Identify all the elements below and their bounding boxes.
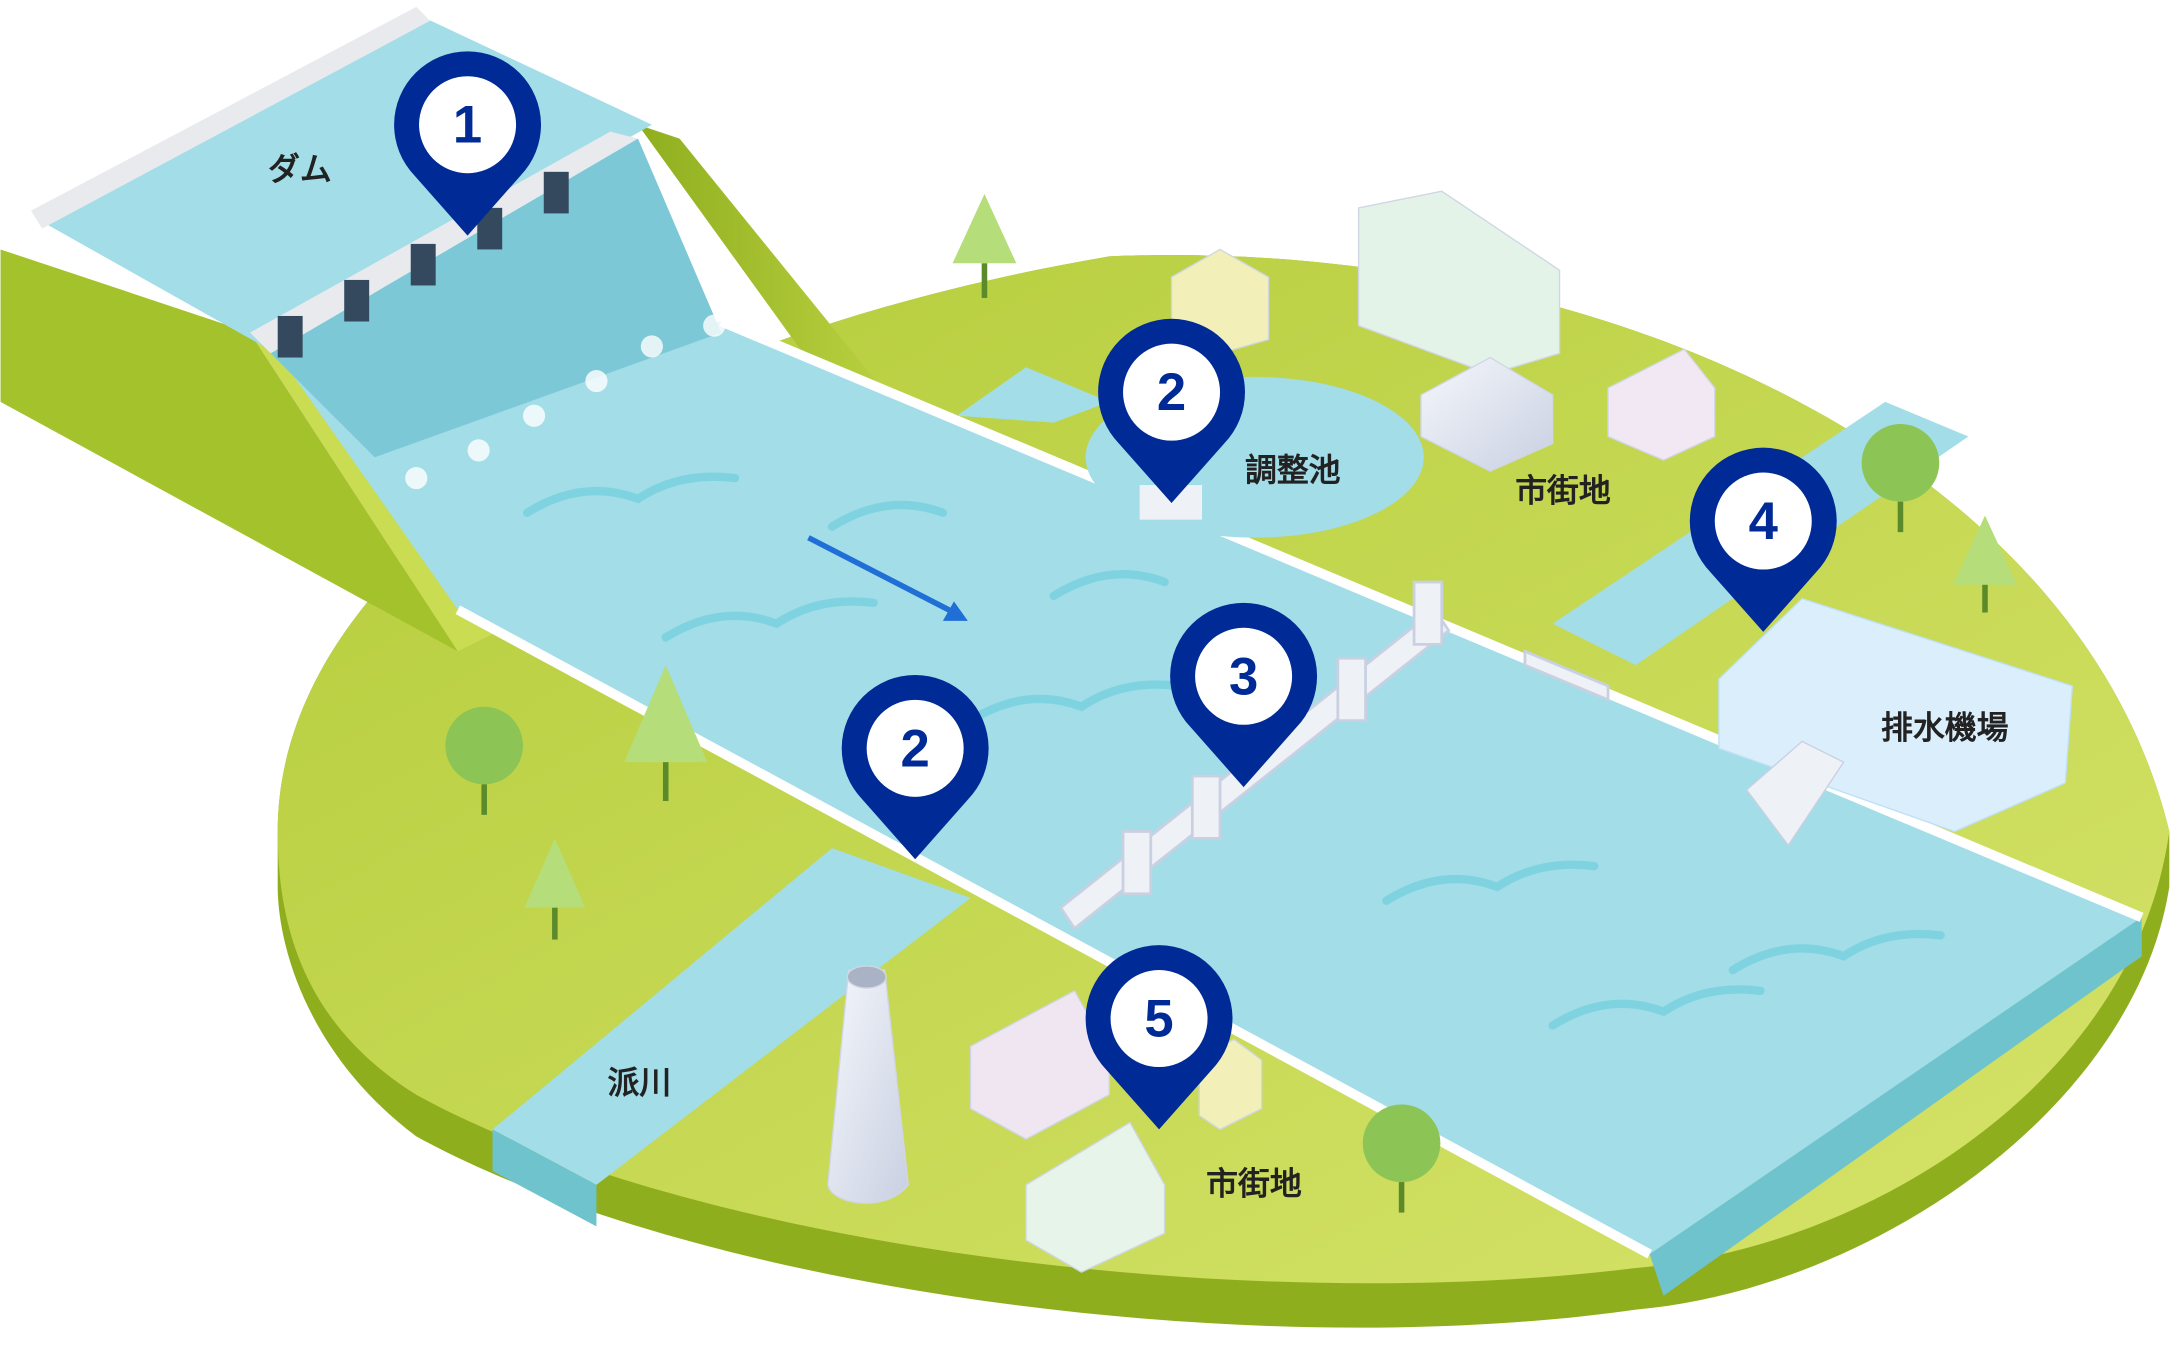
pin-number: 2 xyxy=(901,719,930,778)
pin-number: 2 xyxy=(1157,363,1186,422)
arrow-icon xyxy=(807,535,968,621)
label-branch-river: 派川 xyxy=(608,1063,672,1101)
label-city-north: 市街地 xyxy=(1515,472,1611,510)
pin-number: 5 xyxy=(1144,990,1173,1049)
label-dam: ダム xyxy=(268,150,332,188)
map-pin-2-pond[interactable]: 2 xyxy=(1098,318,1245,504)
trees xyxy=(445,194,2017,1213)
buildings xyxy=(827,190,1716,1273)
map-pin-2-branch[interactable]: 2 xyxy=(841,674,989,860)
pump-station xyxy=(1718,597,2074,847)
map-pin-4[interactable]: 4 xyxy=(1689,447,1837,632)
map-pin-5[interactable]: 5 xyxy=(1085,945,1233,1130)
map-pin-3[interactable]: 3 xyxy=(1170,602,1318,788)
pin-number: 4 xyxy=(1749,492,1778,551)
label-pond: 調整池 xyxy=(1245,451,1341,489)
pin-number: 1 xyxy=(453,96,482,155)
label-city-south: 市街地 xyxy=(1206,1165,1302,1203)
map-pin-1[interactable]: 1 xyxy=(394,51,541,236)
pin-number: 3 xyxy=(1229,647,1258,706)
label-pump-station: 排水機場 xyxy=(1881,709,2009,747)
branch-river xyxy=(492,848,971,1227)
